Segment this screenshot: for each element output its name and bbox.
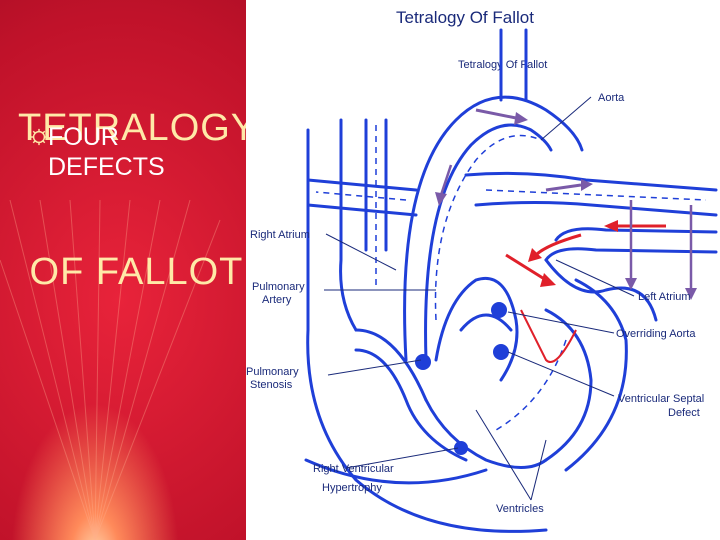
pointer-dots: [415, 302, 509, 455]
diagram-subheader: Tetralogy Of Fallot: [458, 59, 547, 71]
heart-vessels: [304, 28, 718, 533]
heart-diagram-panel: Tetralogy Of Fallot Tetralogy Of Fallot: [246, 0, 720, 540]
label-ventricles: Ventricles: [496, 503, 544, 515]
label-left-atrium: Left Atrium: [638, 291, 691, 303]
bullet-four-defects: FOUR DEFECTS: [48, 123, 165, 181]
label-pulmonary-artery-line2: Artery: [262, 294, 292, 306]
label-leader-lines: [324, 96, 635, 501]
label-pulmonary-stenosis-line1: Pulmonary: [246, 366, 299, 378]
label-pulmonary-artery-line1: Pulmonary: [252, 281, 305, 293]
label-rvh-line2: Hypertrophy: [322, 482, 382, 494]
slide-title: TETRALOGY OF FALLOT: [18, 8, 257, 344]
label-vsd-line1: Ventricular Septal: [618, 393, 704, 405]
blood-flow-paths: [315, 125, 707, 431]
diagram-header: Tetralogy Of Fallot: [396, 8, 534, 27]
label-vsd-line2: Defect: [668, 407, 700, 419]
background-light-rays: [0, 200, 221, 540]
label-rvh-line1: Right Ventricular: [313, 463, 394, 475]
heart-diagram: Tetralogy Of Fallot Tetralogy Of Fallot: [246, 8, 718, 533]
label-aorta: Aorta: [598, 92, 625, 104]
label-pulmonary-stenosis-line2: Stenosis: [250, 379, 293, 391]
slide-title-line-2: OF FALLOT: [18, 251, 244, 293]
flow-arrows: [435, 108, 697, 363]
slide-title-line-1: TETRALOGY: [18, 107, 258, 149]
gear-bullet-icon: [30, 128, 48, 146]
label-overriding-aorta: Overriding Aorta: [616, 328, 696, 340]
label-right-atrium: Right Atrium: [250, 229, 310, 241]
